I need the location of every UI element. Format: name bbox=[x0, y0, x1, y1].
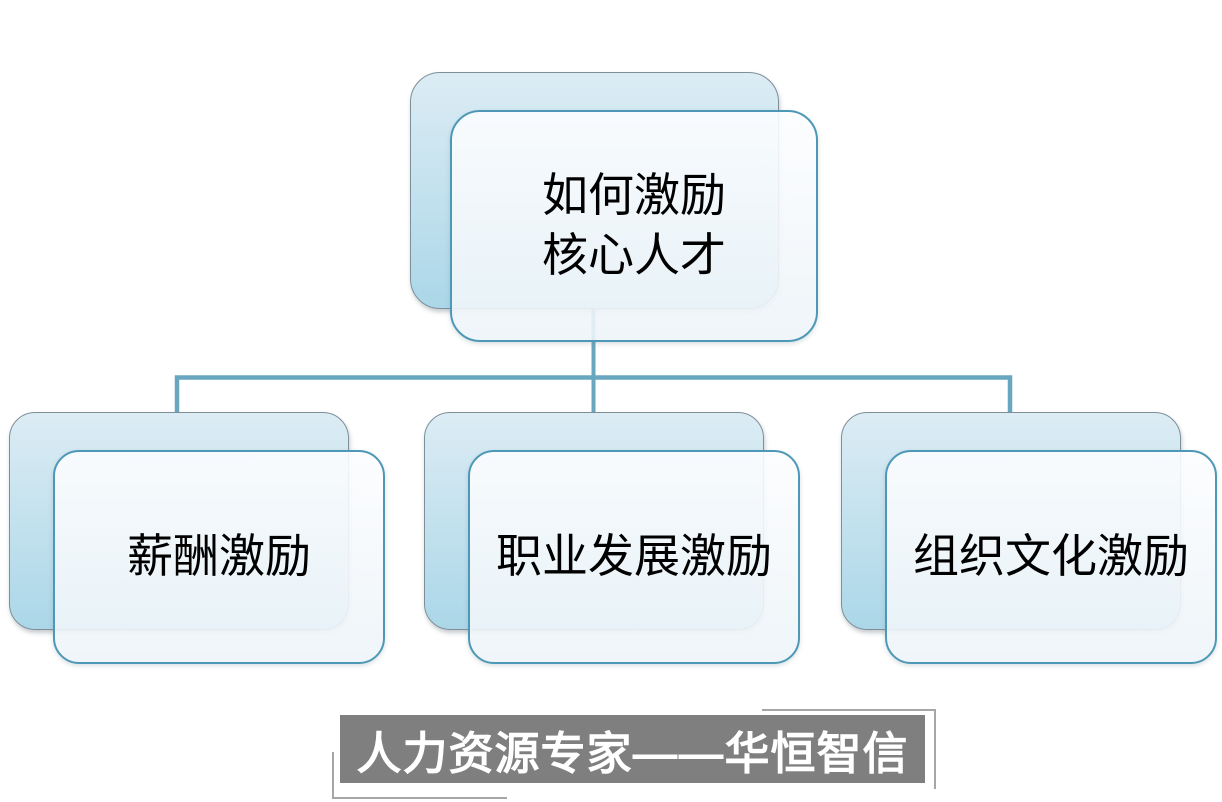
banner-corner-line-bottom-left bbox=[332, 752, 507, 799]
child-node-culture: 组织文化激励 bbox=[885, 450, 1217, 664]
banner-corner-line-top-right bbox=[762, 709, 936, 789]
footer-brand-banner: 人力资源专家——华恒智信 bbox=[340, 715, 925, 783]
child-node-label-career: 职业发展激励 bbox=[496, 530, 772, 583]
child-node-label-culture: 组织文化激励 bbox=[913, 530, 1189, 583]
child-node-career: 职业发展激励 bbox=[468, 450, 800, 664]
child-node-salary: 薪酬激励 bbox=[53, 450, 385, 664]
child-node-label-salary: 薪酬激励 bbox=[127, 530, 311, 583]
root-node-label: 如何激励 核心人才 bbox=[542, 166, 726, 286]
connector-bus bbox=[174, 375, 1013, 414]
root-node-card: 如何激励 核心人才 bbox=[450, 110, 818, 342]
root-node-label-line2: 核心人才 bbox=[542, 229, 726, 281]
root-node-label-line1: 如何激励 bbox=[542, 169, 726, 222]
footer-brand-text: 人力资源专家——华恒智信 bbox=[356, 727, 909, 779]
